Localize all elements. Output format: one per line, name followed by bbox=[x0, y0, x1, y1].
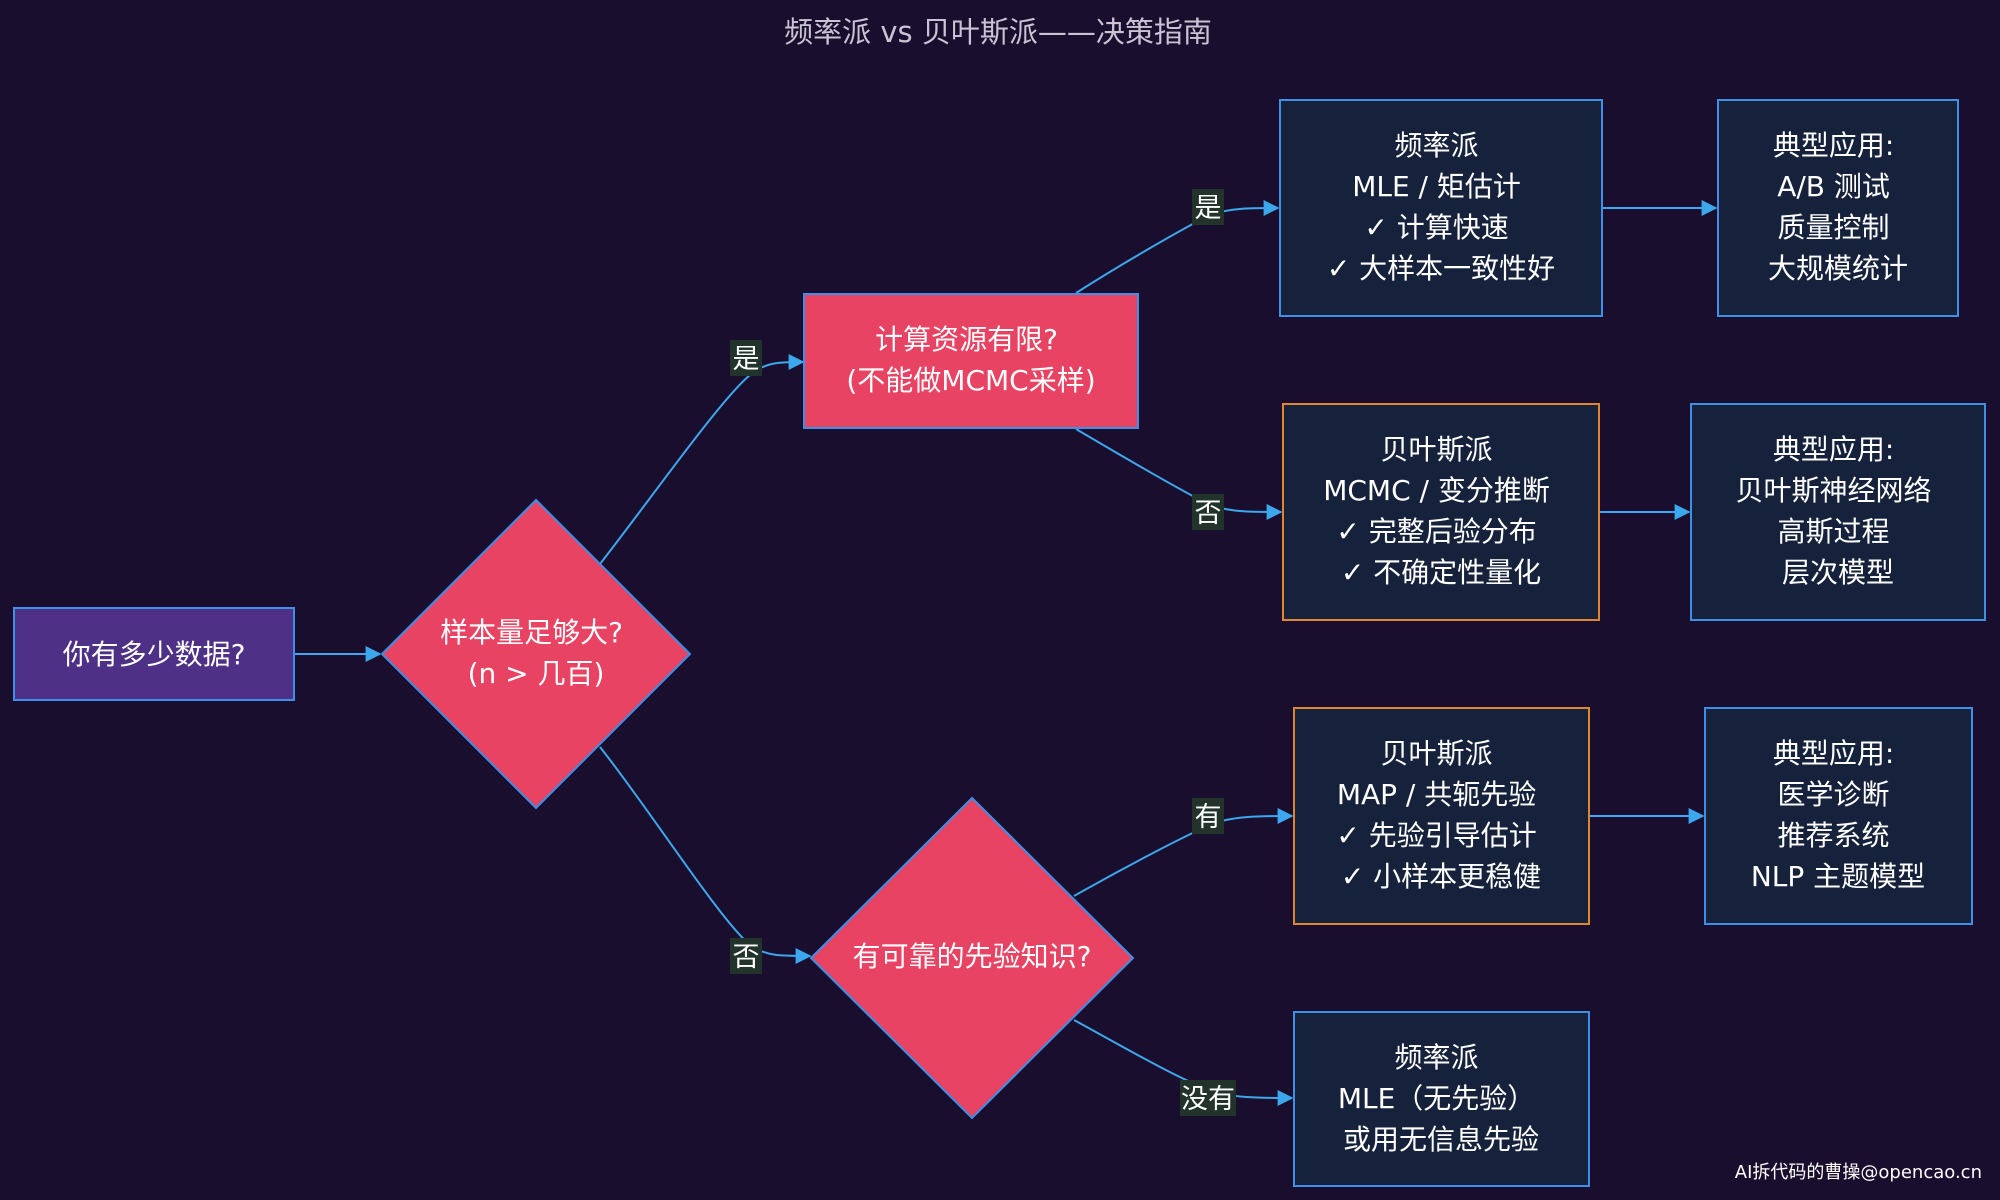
svg-text:有: 有 bbox=[1195, 802, 1222, 833]
watermark: AI拆代码的曹操@opencao.cn bbox=[1735, 1162, 1982, 1183]
edge-label-compute-yes: 是 bbox=[1192, 189, 1224, 225]
decision-prior-text: 有可靠的先验知识? bbox=[853, 940, 1092, 973]
svg-text:否: 否 bbox=[1195, 498, 1222, 529]
node-start-text: 你有多少数据? bbox=[63, 638, 246, 671]
node-frequentist-mle-text: 频率派 MLE / 矩估计 ✓ 计算快速 ✓ 大样本一致性好 bbox=[1327, 129, 1555, 285]
decision-compute: 计算资源有限? (不能做MCMC采样) bbox=[803, 293, 1139, 429]
edge-label-compute-no: 否 bbox=[1192, 494, 1224, 530]
node-applications-frequentist: 典型应用: A/B 测试 质量控制 大规模统计 bbox=[1717, 99, 1959, 317]
node-frequentist-noprior: 频率派 MLE（无先验） 或用无信息先验 bbox=[1293, 1011, 1590, 1187]
node-applications-bayesian-map-text: 典型应用: 医学诊断 推荐系统 NLP 主题模型 bbox=[1751, 737, 1925, 893]
svg-text:是: 是 bbox=[733, 344, 760, 375]
edge-size-yes bbox=[599, 354, 805, 565]
decision-prior: 有可靠的先验知识? bbox=[809, 796, 1135, 1120]
svg-text:没有: 没有 bbox=[1181, 1084, 1235, 1115]
diagram-title: 频率派 vs 贝叶斯派——决策指南 bbox=[784, 15, 1212, 49]
edge-size-no bbox=[599, 746, 812, 964]
edge-label-prior-yes: 有 bbox=[1192, 798, 1224, 834]
svg-text:是: 是 bbox=[1195, 193, 1222, 224]
node-applications-frequentist-text: 典型应用: A/B 测试 质量控制 大规模统计 bbox=[1768, 129, 1908, 285]
decision-compute-text: 计算资源有限? (不能做MCMC采样) bbox=[846, 323, 1095, 397]
node-bayesian-mcmc-text: 贝叶斯派 MCMC / 变分推断 ✓ 完整后验分布 ✓ 不确定性量化 bbox=[1323, 433, 1559, 589]
svg-text:否: 否 bbox=[733, 942, 760, 973]
edge-compute-no bbox=[1075, 428, 1283, 520]
edge-label-size-no: 否 bbox=[730, 938, 762, 974]
node-bayesian-mcmc: 贝叶斯派 MCMC / 变分推断 ✓ 完整后验分布 ✓ 不确定性量化 bbox=[1282, 403, 1600, 621]
node-bayesian-map-text: 贝叶斯派 MAP / 共轭先验 ✓ 先验引导估计 ✓ 小样本更稳健 bbox=[1336, 737, 1545, 893]
node-bayesian-map: 贝叶斯派 MAP / 共轭先验 ✓ 先验引导估计 ✓ 小样本更稳健 bbox=[1293, 707, 1590, 925]
edge-label-size-yes: 是 bbox=[730, 340, 762, 376]
node-applications-bayesian-map: 典型应用: 医学诊断 推荐系统 NLP 主题模型 bbox=[1704, 707, 1973, 925]
node-frequentist-noprior-text: 频率派 MLE（无先验） 或用无信息先验 bbox=[1338, 1041, 1544, 1156]
node-applications-bayesian-mcmc: 典型应用: 贝叶斯神经网络 高斯过程 层次模型 bbox=[1690, 403, 1986, 621]
edge-prior-yes bbox=[1073, 808, 1294, 897]
edge-compute-yes bbox=[1075, 200, 1280, 294]
edge-label-prior-no: 没有 bbox=[1180, 1080, 1236, 1116]
node-frequentist-mle: 频率派 MLE / 矩估计 ✓ 计算快速 ✓ 大样本一致性好 bbox=[1279, 99, 1603, 317]
decision-sample-size: 样本量足够大? (n > 几百) bbox=[380, 498, 692, 810]
decision-sample-size-text: 样本量足够大? (n > 几百) bbox=[440, 616, 632, 690]
node-applications-bayesian-mcmc-text: 典型应用: 贝叶斯神经网络 高斯过程 层次模型 bbox=[1736, 433, 1941, 589]
node-start: 你有多少数据? bbox=[13, 607, 295, 701]
